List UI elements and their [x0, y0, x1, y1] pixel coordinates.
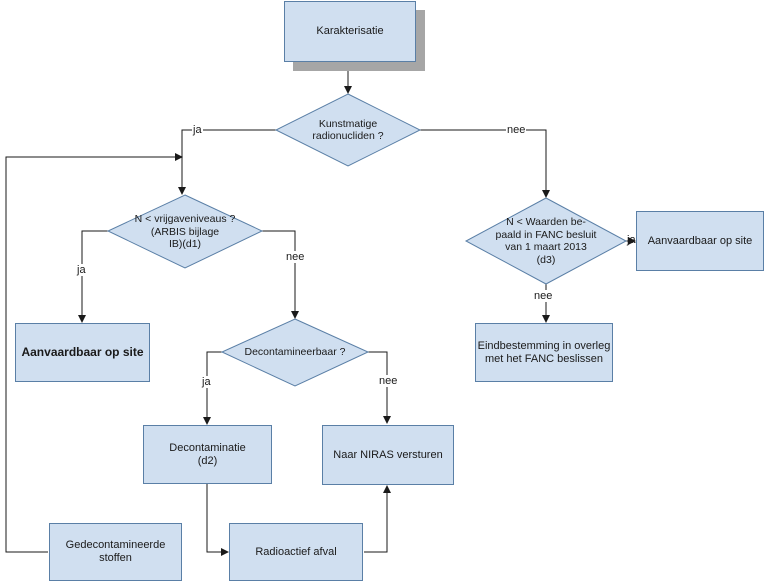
label-nee-vrijgave: nee: [285, 251, 306, 263]
label-nee-kunstmatige: nee: [506, 124, 527, 136]
edge-decontamineerbaar-nee: [368, 351, 391, 424]
diamond-vrijgave: [106, 194, 264, 269]
edge-radioactief-niras: [364, 485, 391, 553]
node-gedecontamineerde: Gedecontamineerde stoffen: [49, 523, 182, 581]
node-eindbestemming: Eindbestemming in overleg met het FANC b…: [475, 323, 613, 382]
edge-gedecontamineerde-loop: [5, 153, 183, 553]
diamond-decontamineerbaar-text: Decontamineerbaar ?: [244, 345, 346, 358]
node-aanvaardbaar-links: Aanvaardbaar op site: [15, 323, 150, 382]
edge-decontamineerbaar-ja: [203, 351, 222, 425]
edge-kunstmatige-ja: [178, 129, 276, 195]
edge-vrijgave-ja: [78, 230, 108, 323]
edge-decontaminatie-radioactief: [206, 484, 229, 556]
diamond-decontamineerbaar: [220, 318, 370, 387]
edge-kunstmatige-nee: [420, 129, 550, 198]
label-ja-kunstmatige: ja: [192, 124, 203, 136]
label-nee-decontamineerbaar: nee: [378, 375, 399, 387]
node-radioactief-afval: Radioactief afval: [229, 523, 363, 581]
label-nee-fanc: nee: [533, 290, 554, 302]
label-ja-vrijgave: ja: [76, 264, 87, 276]
node-niras: Naar NIRAS versturen: [322, 425, 454, 485]
edge-vrijgave-nee: [262, 230, 299, 319]
node-decontaminatie: Decontaminatie (d2): [143, 425, 272, 484]
diamond-vrijgave-text: N < vrijgaveniveaus ? (ARBIS bijlage IB)…: [134, 213, 236, 251]
node-aanvaardbaar-rechts: Aanvaardbaar op site: [636, 211, 764, 271]
diamond-kunstmatige: [274, 93, 422, 167]
diamond-kunstmatige-text: Kunstmatige radionucliden ?: [312, 117, 384, 143]
label-ja-fanc: ja: [627, 234, 636, 246]
diamond-fanc: [464, 197, 628, 285]
label-ja-decontamineerbaar: ja: [201, 376, 212, 388]
diamond-fanc-text: N < Waarden be- paald in FANC besluit va…: [495, 216, 597, 266]
node-karakterisatie: Karakterisatie: [284, 1, 416, 62]
